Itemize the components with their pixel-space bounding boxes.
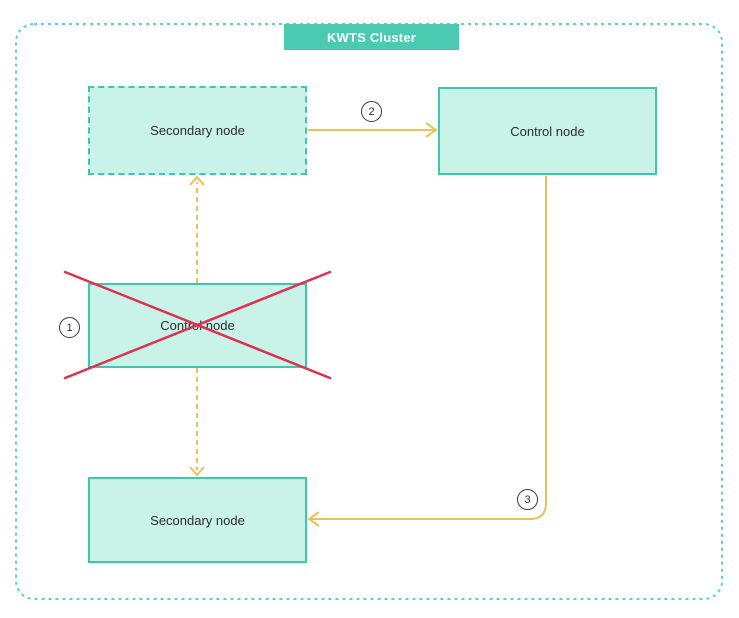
arrowhead-down-icon xyxy=(189,466,205,477)
node-secondary-bottom-label: Secondary node xyxy=(150,512,245,528)
arrow-control-failed-to-secondary-bottom xyxy=(189,368,205,477)
step-marker-3: 3 xyxy=(517,489,538,510)
step-marker-3-number: 3 xyxy=(524,493,531,506)
node-control-failed-label: Control node xyxy=(160,318,235,333)
node-control-top-label: Control node xyxy=(510,123,585,139)
arrow-control-top-to-secondary-bottom xyxy=(307,176,547,527)
node-secondary-top: Secondary node xyxy=(88,86,307,175)
arrowhead-right-icon xyxy=(425,122,438,138)
arrowhead-up-icon xyxy=(189,175,205,186)
node-secondary-top-label: Secondary node xyxy=(150,123,245,138)
node-control-top: Control node xyxy=(438,87,657,175)
step-marker-1: 1 xyxy=(59,317,80,338)
arrowhead-left-icon xyxy=(307,511,320,527)
cluster-title: KWTS Cluster xyxy=(284,24,459,50)
node-secondary-bottom: Secondary node xyxy=(88,477,307,563)
node-control-failed: Control node xyxy=(88,283,307,368)
step-marker-2: 2 xyxy=(361,101,382,122)
step-marker-2-number: 2 xyxy=(368,105,375,118)
arrow-secondary-top-to-control-top xyxy=(308,122,438,138)
step-marker-1-number: 1 xyxy=(66,321,73,334)
arrow-control-failed-to-secondary-top xyxy=(189,175,205,283)
